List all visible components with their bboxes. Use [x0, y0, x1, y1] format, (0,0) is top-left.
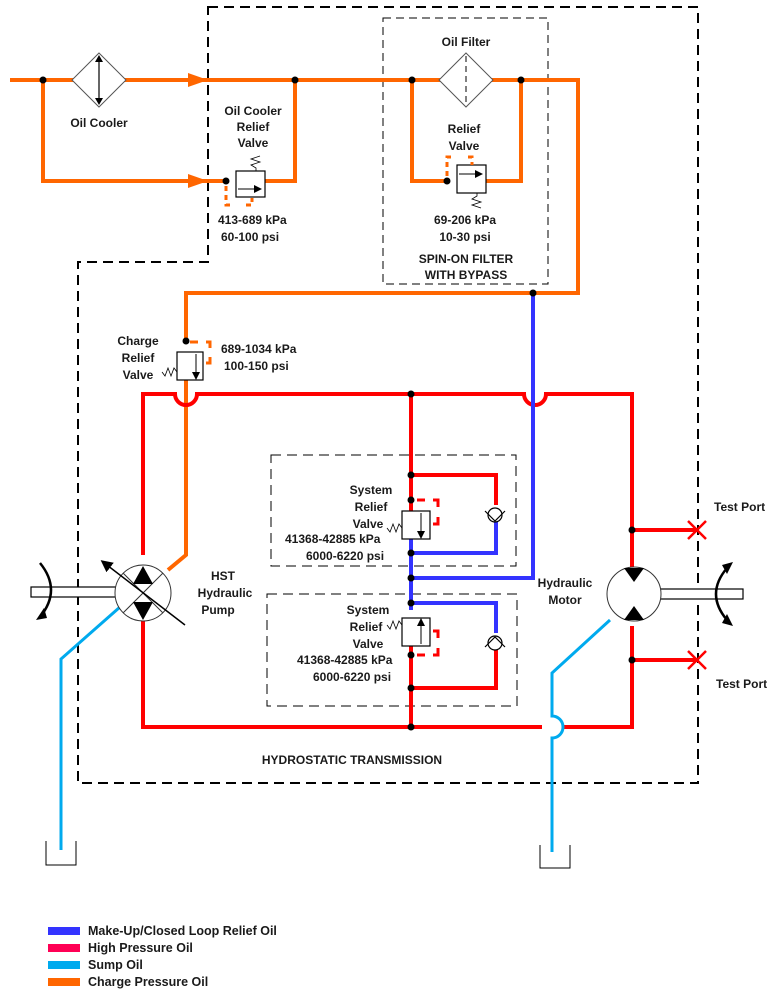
- legend: Make-Up/Closed Loop Relief Oil High Pres…: [48, 922, 277, 990]
- filter-relief-label: Relief: [448, 122, 482, 136]
- legend-item: High Pressure Oil: [48, 939, 277, 956]
- oil-cooler-relief-valve: [224, 155, 266, 207]
- system-relief-valve-lower: [386, 617, 440, 657]
- system-relief-lower-label: Valve: [353, 637, 384, 651]
- system-relief-upper-kpa: 41368-42885 kPa: [285, 532, 381, 546]
- oil-cooler-relief-label: Oil Cooler: [224, 104, 282, 118]
- legend-item: Charge Pressure Oil: [48, 973, 277, 990]
- legend-swatch-charge: [48, 977, 80, 986]
- system-relief-upper-label: Relief: [355, 500, 389, 514]
- legend-label: High Pressure Oil: [88, 940, 193, 955]
- charge-relief-psi: 100-150 psi: [224, 359, 289, 373]
- flow-arrow-icon: [188, 174, 208, 188]
- system-relief-upper-psi: 6000-6220 psi: [306, 549, 384, 563]
- legend-label: Charge Pressure Oil: [88, 974, 209, 989]
- flow-arrow-icon: [188, 73, 208, 87]
- filter-relief-label: Valve: [449, 139, 480, 153]
- system-relief-lower-psi: 6000-6220 psi: [313, 670, 391, 684]
- charge-relief-valve: [161, 340, 212, 381]
- system-relief-lower-label: System: [347, 603, 390, 617]
- pump-label: Hydraulic: [198, 586, 253, 600]
- junction-dots: [39, 76, 636, 731]
- system-relief-lower-label: Relief: [350, 620, 384, 634]
- legend-item: Sump Oil: [48, 956, 277, 973]
- upper-relief-boundary: [270, 454, 517, 567]
- motor-label: Motor: [548, 593, 582, 607]
- spin-on-filter-boundary: [382, 17, 549, 285]
- test-port-lower-label: Test Port: [716, 677, 767, 691]
- pump-label: Pump: [201, 603, 234, 617]
- oil-cooler-label: Oil Cooler: [70, 116, 128, 130]
- test-port-upper-icon: [687, 520, 707, 540]
- oil-cooler-relief-label: Valve: [238, 136, 269, 150]
- charge-relief-label: Charge: [117, 334, 159, 348]
- sump-lines: [59, 605, 612, 852]
- oil-filter: [438, 52, 494, 108]
- oil-cooler: [71, 52, 127, 108]
- high-pressure-lines: [141, 392, 697, 729]
- legend-label: Sump Oil: [88, 957, 143, 972]
- legend-swatch-sump: [48, 960, 80, 969]
- oil-cooler-relief-label: Relief: [237, 120, 271, 134]
- legend-label: Make-Up/Closed Loop Relief Oil: [88, 923, 277, 938]
- filter-relief-kpa: 69-206 kPa: [434, 213, 496, 227]
- legend-swatch-makeup: [48, 926, 80, 935]
- charge-relief-kpa: 689-1034 kPa: [221, 342, 297, 356]
- oil-filter-label: Oil Filter: [442, 35, 491, 49]
- spin-on-filter-label: SPIN-ON FILTER: [419, 252, 514, 266]
- hydrostatic-transmission-label: HYDROSTATIC TRANSMISSION: [262, 753, 442, 767]
- system-relief-lower-kpa: 41368-42885 kPa: [297, 653, 393, 667]
- charge-relief-label: Valve: [123, 368, 154, 382]
- makeup-relief-lines: [409, 293, 535, 633]
- oil-cooler-relief-psi: 60-100 psi: [221, 230, 279, 244]
- check-valve-icon: [484, 507, 506, 523]
- pump-label: HST: [211, 569, 236, 583]
- lower-relief-boundary: [266, 593, 518, 707]
- sump-tank-icon: [45, 841, 77, 866]
- system-relief-upper-label: Valve: [353, 517, 384, 531]
- motor-label: Hydraulic: [538, 576, 593, 590]
- charge-pressure-lines: [10, 78, 580, 572]
- legend-swatch-high-pressure: [48, 943, 80, 952]
- spin-on-filter-label: WITH BYPASS: [425, 268, 507, 282]
- legend-item: Make-Up/Closed Loop Relief Oil: [48, 922, 277, 939]
- system-relief-upper-label: System: [350, 483, 393, 497]
- sump-tank-icon: [539, 845, 571, 869]
- filter-relief-psi: 10-30 psi: [439, 230, 490, 244]
- hydraulic-motor: [606, 562, 744, 626]
- oil-cooler-relief-kpa: 413-689 kPa: [218, 213, 287, 227]
- charge-relief-label: Relief: [122, 351, 156, 365]
- test-port-lower-icon: [687, 650, 707, 670]
- system-relief-valve-upper: [386, 498, 440, 540]
- hydrostatic-transmission-boundary: [77, 6, 699, 784]
- hst-hydraulic-pump: [30, 560, 186, 626]
- filter-relief-valve: [445, 155, 487, 209]
- check-valve-icon: [484, 635, 506, 651]
- test-port-upper-label: Test Port: [714, 500, 765, 514]
